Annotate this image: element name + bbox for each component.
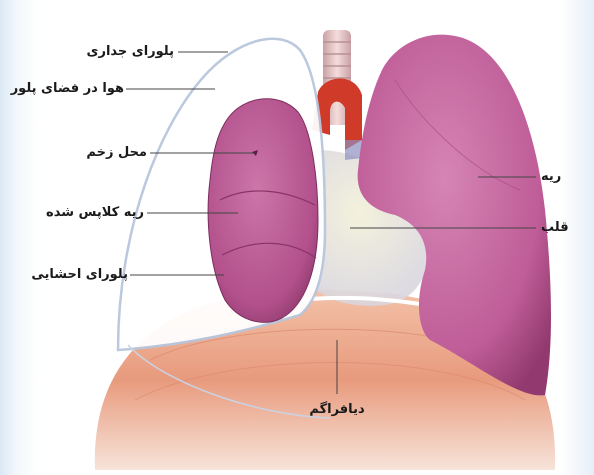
collapsed-lung-shape (208, 99, 318, 323)
label-heart: قلب (541, 220, 581, 236)
label-visceral-pleura: پلورای احشایی (20, 267, 128, 283)
label-collapsed-lung: ریه کلاپس شده (22, 205, 144, 221)
label-wound-site: محل زخم (72, 145, 147, 161)
label-lung: ریه (541, 169, 581, 185)
label-parietal-pleura: پلورای جداری (74, 44, 174, 60)
label-diaphragm: دیافراگم (287, 402, 387, 418)
label-air-in-pleural-space: هوا در فضای پلور (12, 81, 124, 97)
